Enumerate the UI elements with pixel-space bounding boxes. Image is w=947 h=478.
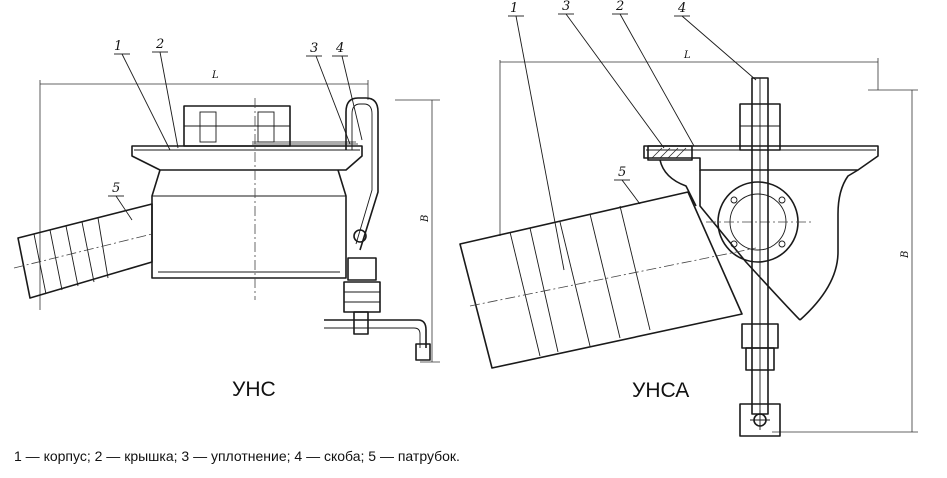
left-callout-2: 2 <box>155 37 164 52</box>
right-lid <box>643 145 879 171</box>
left-view-title: УНС <box>232 378 276 401</box>
right-view: L B <box>459 0 918 437</box>
technical-drawing: L B <box>13 0 918 437</box>
right-callout-5: 5 <box>618 165 626 180</box>
right-body <box>659 159 859 321</box>
left-dimension-height: B <box>395 99 440 363</box>
right-callout-2: 2 <box>615 0 624 14</box>
left-top-block <box>183 105 291 147</box>
left-body <box>151 169 347 279</box>
left-view: L B <box>13 37 440 401</box>
left-callout-4: 4 <box>335 41 344 56</box>
right-nozzle <box>459 191 757 369</box>
left-lid <box>131 141 363 171</box>
left-callout-3: 3 <box>310 41 318 56</box>
left-callout-1: 1 <box>114 39 122 54</box>
left-clamp <box>324 97 431 361</box>
left-dimension-length: L <box>39 70 369 310</box>
left-callout-5: 5 <box>112 181 120 196</box>
right-callout-1: 1 <box>510 1 518 16</box>
right-dimension-length-label: L <box>683 50 691 61</box>
right-view-title: УНСА <box>632 379 689 402</box>
right-dimension-length: L <box>499 50 879 236</box>
left-dimension-length-label: L <box>211 70 219 81</box>
left-nozzle <box>13 203 153 299</box>
right-clamp <box>739 77 781 437</box>
right-dimension-height-label: B <box>900 251 911 259</box>
left-callouts: 1 2 3 4 5 <box>108 37 363 221</box>
right-dimension-height: B <box>772 89 918 433</box>
left-dimension-height-label: B <box>420 215 431 223</box>
right-callouts: 1 3 2 4 5 <box>508 0 757 271</box>
right-seal <box>647 145 693 161</box>
right-callout-4: 4 <box>677 1 686 16</box>
legend-caption: 1 — корпус; 2 — крышка; 3 — уплотнение; … <box>14 448 460 464</box>
right-callout-3: 3 <box>562 0 570 14</box>
